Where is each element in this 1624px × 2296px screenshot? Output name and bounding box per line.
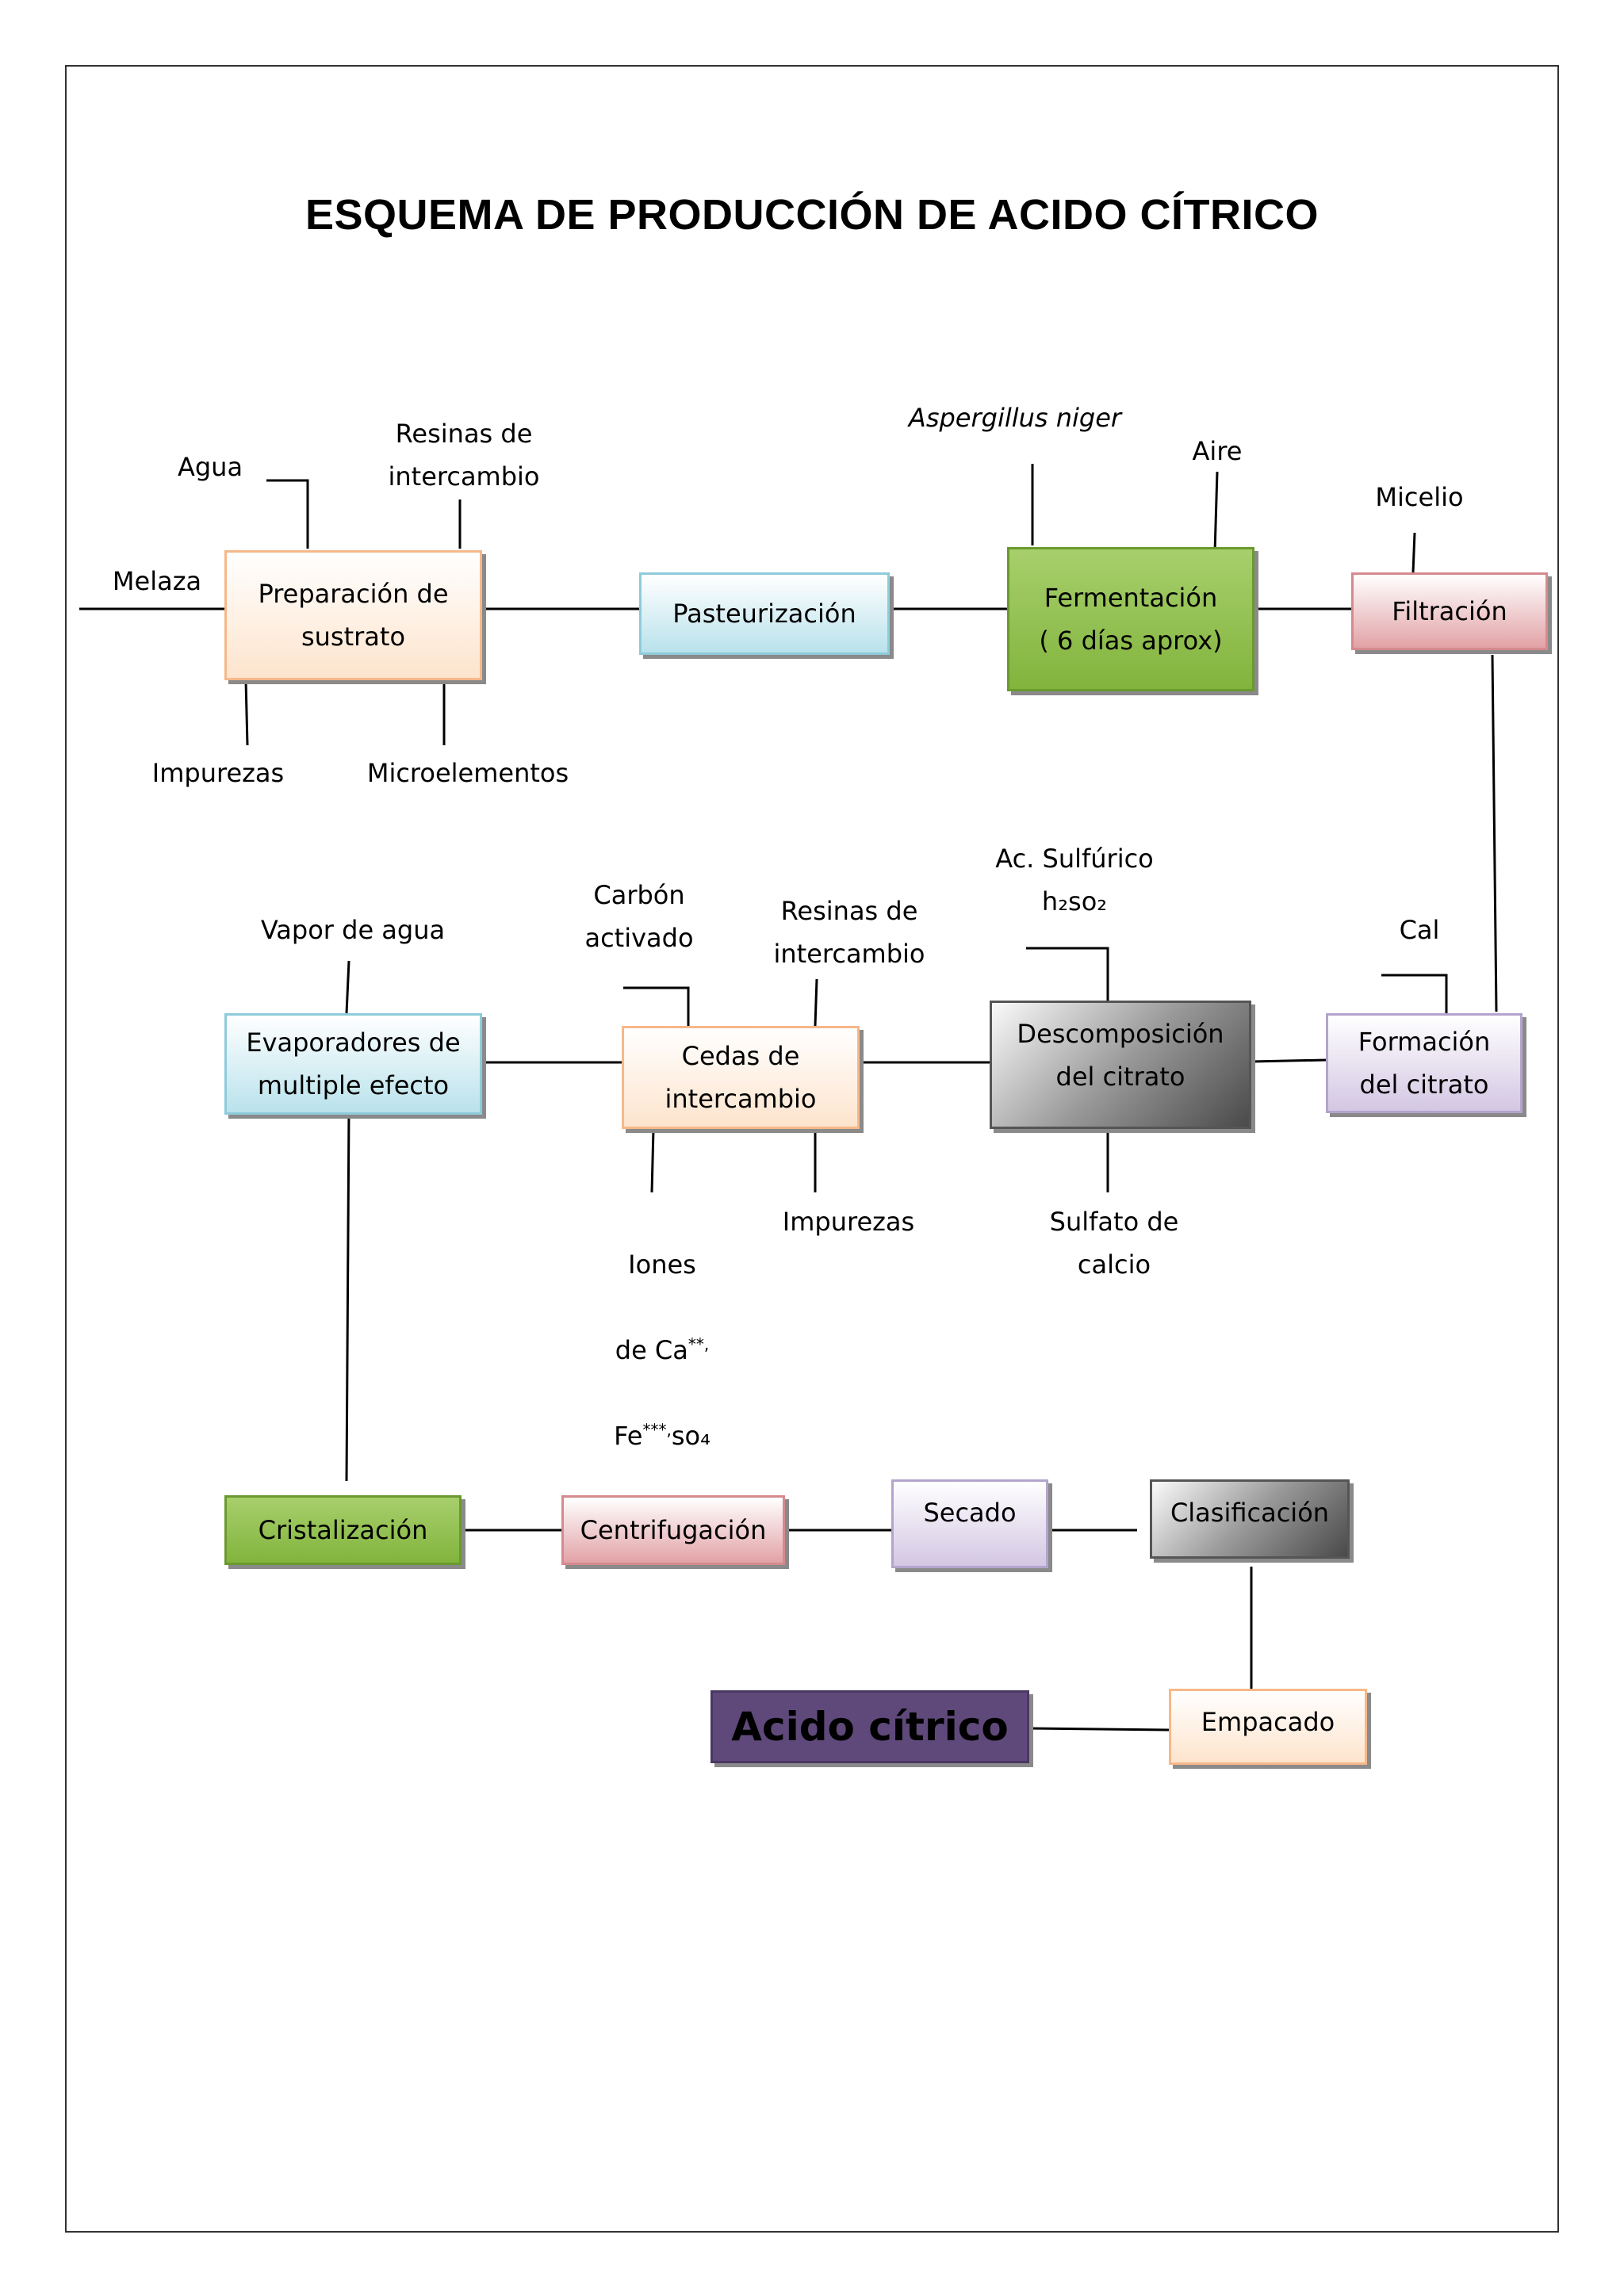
page-title: ESQUEMA DE PRODUCCIÓN DE ACIDO CÍTRICO (304, 191, 1320, 239)
label-resinas-intercambio-1: Resinas de intercambio (388, 419, 540, 492)
fermentacion-box: Fermentación ( 6 días aprox) (1007, 547, 1254, 691)
line-h2so2 (1026, 947, 1109, 1001)
secado-box: Secado (891, 1479, 1048, 1568)
line-aire (1213, 471, 1219, 553)
label-ac-sulfurico: Ac. Sulfúrico (995, 844, 1154, 874)
line-resinas2 (814, 978, 818, 1027)
cedas-intercambio-box: Cedas de intercambio (622, 1026, 860, 1129)
label-impurezas-2: Impurezas (782, 1207, 915, 1237)
line-vapor (345, 960, 350, 1014)
line-agua (266, 479, 309, 549)
preparacion-sustrato-box: Preparación de sustrato (224, 550, 482, 680)
formacion-citrato-box: Formación del citrato (1326, 1013, 1522, 1113)
line-cal (1381, 974, 1448, 1013)
label-micelio: Micelio (1375, 482, 1464, 512)
label-vapor-de-agua: Vapor de agua (260, 915, 446, 945)
line-iones (650, 1128, 655, 1193)
label-impurezas-1: Impurezas (151, 758, 285, 788)
empacado-box: Empacado (1169, 1689, 1367, 1765)
label-cal: Cal (1399, 915, 1440, 945)
label-microelementos: Microelementos (366, 758, 569, 788)
filtracion-box: Filtración (1351, 572, 1548, 650)
clasificacion-box: Clasificación (1150, 1479, 1350, 1559)
pasteurizacion-box: Pasteurización (639, 572, 890, 655)
line-form-desc (1251, 1058, 1327, 1063)
label-resinas-intercambio-2: Resinas de intercambio (773, 896, 925, 969)
label-aspergillus-niger: Aspergillus niger (908, 403, 1122, 433)
label-aire: Aire (1192, 436, 1243, 466)
line-impurezas1 (244, 679, 249, 746)
evaporadores-box: Evaporadores de multiple efecto (224, 1013, 482, 1115)
label-agua: Agua (177, 452, 243, 482)
label-melaza: Melaza (112, 566, 202, 596)
line-filt-form (1491, 654, 1498, 1012)
page-border (65, 65, 1559, 2233)
cristalizacion-box: Cristalización (224, 1495, 462, 1565)
centrifugacion-box: Centrifugación (561, 1495, 785, 1565)
descomposicion-citrato-box: Descomposición del citrato (990, 1001, 1251, 1129)
line-carbon (623, 986, 690, 1026)
line-micelio (1411, 532, 1416, 573)
line-empac-acido (1028, 1727, 1170, 1732)
label-sulfato-de-calcio: Sulfato de calcio (1049, 1207, 1179, 1280)
label-iones: Iones de Ca**, Fe***,so₄ (614, 1249, 710, 1451)
label-carbon-activado: Carbón activado (584, 880, 694, 953)
acido-citrico-box: Acido cítrico (710, 1690, 1029, 1763)
line-evap-crist (345, 1109, 350, 1482)
label-h2so2: h₂so₂ (1041, 886, 1108, 916)
